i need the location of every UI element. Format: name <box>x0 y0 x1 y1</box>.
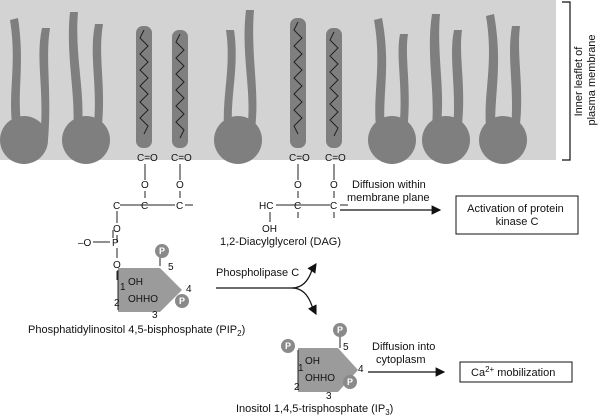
membrane-label: Inner leaflet of plasma membrane <box>573 34 598 125</box>
svg-text:3: 3 <box>152 310 158 321</box>
phospholipid-group-2 <box>214 10 262 164</box>
svg-text:OHHO: OHHO <box>128 294 158 305</box>
svg-text:O: O <box>176 180 184 191</box>
ip3-label: Inositol 1,4,5-trisphosphate (IP3) <box>236 403 393 415</box>
phospholipase-c-reaction <box>216 263 317 316</box>
dag-backbone: C=O C=O O O HC C C OH <box>259 153 348 235</box>
svg-text:P: P <box>159 246 165 256</box>
svg-text:C: C <box>294 201 301 212</box>
dag-label: 1,2-Diacylglycerol (DAG) <box>220 236 341 248</box>
pip2-inositol-ring: P P OH OHHO 1 2 3 4 5 <box>114 244 192 321</box>
membrane-bracket <box>562 1 571 161</box>
svg-text:P: P <box>179 296 185 306</box>
svg-text:OH: OH <box>262 224 277 235</box>
svg-text:OH: OH <box>128 277 143 288</box>
svg-text:C: C <box>330 201 337 212</box>
svg-text:C=O: C=O <box>289 153 310 164</box>
pip2-label: Phosphatidylinositol 4,5-bisphosphate (P… <box>28 324 245 338</box>
svg-text:2: 2 <box>114 298 120 309</box>
svg-text:C=O: C=O <box>325 153 346 164</box>
calcium-mobilization-box <box>459 361 573 383</box>
phospholipid-group-3 <box>368 14 527 164</box>
svg-text:O: O <box>113 260 121 271</box>
svg-text:O: O <box>330 180 338 191</box>
pip2-acyl-chains <box>136 26 188 148</box>
svg-text:OHHO: OHHO <box>305 373 335 384</box>
svg-text:C: C <box>176 201 183 212</box>
svg-text:P: P <box>337 325 343 335</box>
svg-text:1: 1 <box>120 282 126 293</box>
svg-text:P: P <box>347 377 353 387</box>
diffusion-cytoplasm-label: Diffusion into cytoplasm <box>372 341 438 366</box>
svg-text:O: O <box>113 224 121 235</box>
pkc-activation-label: Activation of protein kinase C <box>467 203 567 228</box>
svg-text:4: 4 <box>186 284 192 295</box>
svg-text:O: O <box>294 180 302 191</box>
pip2-backbone: C=O C=O O O C C C O –O P O <box>78 153 193 280</box>
svg-text:HC: HC <box>259 201 273 212</box>
svg-text:C: C <box>141 201 148 212</box>
svg-text:2: 2 <box>294 382 300 393</box>
phospholipase-c-label: Phospholipase C <box>216 267 299 279</box>
svg-text:O: O <box>141 180 149 191</box>
svg-text:3: 3 <box>326 391 332 402</box>
svg-text:OH: OH <box>305 356 320 367</box>
svg-text:–O: –O <box>78 238 92 249</box>
svg-text:4: 4 <box>358 364 364 375</box>
svg-text:C=O: C=O <box>171 153 192 164</box>
calcium-mobilization-label: Ca2+ mobilization <box>471 365 555 379</box>
diffusion-membrane-label: Diffusion within membrane plane <box>347 179 430 204</box>
svg-text:5: 5 <box>343 342 349 353</box>
svg-text:1: 1 <box>298 363 304 374</box>
dag-acyl-chains <box>290 18 342 148</box>
svg-text:P: P <box>285 341 291 351</box>
pkc-activation-box <box>455 195 579 235</box>
svg-text:C=O: C=O <box>137 153 158 164</box>
svg-text:P: P <box>112 238 119 249</box>
phospholipid-group-1 <box>0 12 110 164</box>
svg-text:C: C <box>113 201 120 212</box>
svg-text:5: 5 <box>168 262 174 273</box>
ip3-inositol-ring: P P P OH OHHO 1 2 3 4 5 <box>281 323 364 402</box>
